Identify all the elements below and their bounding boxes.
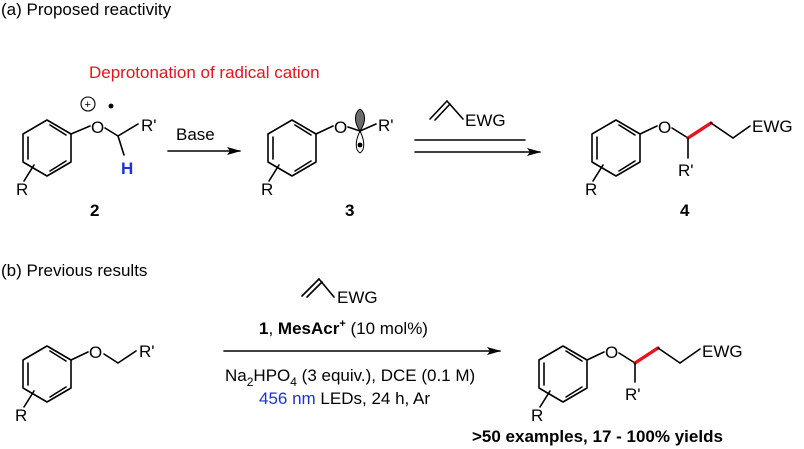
ch2-bond-4 <box>710 122 734 139</box>
section-b-title: (b) Previous results <box>1 261 147 280</box>
o-c-bond-4 <box>671 127 689 139</box>
ch2-ewg-bond-b2 <box>679 348 701 364</box>
catalyst-number: 1 <box>259 319 268 338</box>
catalyst-separator: , <box>268 319 277 338</box>
catalyst-conditions: 1, MesAcr+ (10 mol%) <box>259 318 428 338</box>
oxygen-atom-b2: O <box>605 343 618 362</box>
compound-3-label: 3 <box>345 201 354 220</box>
r-substituent-bond-b1 <box>23 390 35 408</box>
light-wavelength: 456 nm <box>259 389 316 408</box>
c-r-bond-3 <box>359 123 377 132</box>
p-orbital-lower <box>355 129 365 154</box>
r-substituent-b2: R <box>531 406 543 425</box>
new-cc-bond-4 <box>686 121 713 140</box>
radical-dot <box>108 103 114 109</box>
benzene-ring-b1 <box>22 345 72 403</box>
compound-4-structure: O EWG R' R 4 <box>585 117 793 220</box>
aryl-o-bond-3 <box>315 125 334 135</box>
light-rest: LEDs, 24 h, Ar <box>316 389 431 408</box>
r-substituent-bond-4 <box>592 164 604 182</box>
catalyst-loading: (10 mol%) <box>346 319 428 338</box>
oxygen-atom-b1: O <box>89 343 102 362</box>
aryl-o-bond-b2 <box>586 351 605 361</box>
p-orbital-upper <box>355 108 365 132</box>
ch2-bond-b2 <box>657 347 681 364</box>
base-hpo: HPO <box>253 366 290 385</box>
acidic-hydrogen: H <box>121 159 133 178</box>
base-sub-2: 2 <box>247 375 254 389</box>
aryl-o-bond <box>70 125 91 135</box>
plus-sign: + <box>85 99 91 111</box>
c-h-bond <box>117 135 125 156</box>
r-prime-b2: R' <box>625 385 641 404</box>
deprotonation-note: Deprotonation of radical cation <box>89 63 320 82</box>
r-substituent-3: R <box>261 180 273 199</box>
alkene-ewg-b: EWG <box>337 288 378 307</box>
benzene-ring-3 <box>267 119 317 177</box>
ewg-4: EWG <box>752 117 793 136</box>
ch-r-bond <box>117 123 139 137</box>
scope-summary: >50 examples, 17 - 100% yields <box>472 427 723 446</box>
o-ch-bond <box>104 127 119 137</box>
radical-cation-charge <box>80 96 96 112</box>
oxygen-atom-4: O <box>658 118 671 137</box>
base-solvent-rest: (3 equiv.), DCE (0.1 M) <box>297 366 475 385</box>
section-a-title: (a) Proposed reactivity <box>1 0 172 19</box>
compound-3-structure: O R' R 3 <box>261 108 394 220</box>
oxygen-atom-3: O <box>334 118 347 137</box>
base-solvent-conditions: Na2HPO4 (3 equiv.), DCE (0.1 M) <box>225 366 475 389</box>
r-prime-b1: R' <box>139 342 155 361</box>
r-prime-3: R' <box>378 116 394 135</box>
catalyst-name: MesAcr <box>278 319 340 338</box>
o-ch2-bond-b1 <box>103 353 119 364</box>
alkene-ewg-a: EWG <box>465 111 506 130</box>
compound-2-label: 2 <box>90 201 99 220</box>
new-cc-bond-b2 <box>633 346 660 365</box>
ch2-r-bond-b1 <box>117 350 137 364</box>
r-prime-2: R' <box>141 116 157 135</box>
substrate-structure: O R' R <box>15 342 155 425</box>
ewg-b2: EWG <box>702 342 743 361</box>
r-substituent-4: R <box>585 180 597 199</box>
r-substituent-bond-3 <box>268 164 280 182</box>
alkene-reagent-b: EWG <box>301 278 378 307</box>
base-na: Na <box>225 366 247 385</box>
r-substituent-2: R <box>16 180 28 199</box>
compound-4-label: 4 <box>680 201 690 220</box>
ch2-ewg-bond-4 <box>732 125 751 139</box>
r-substituent-bond <box>23 164 35 182</box>
r-substituent-bond-b2 <box>539 390 551 408</box>
o-c-bond-b2 <box>618 352 636 364</box>
alkene-reagent-a: EWG <box>429 100 506 130</box>
aryl-o-bond-4 <box>639 125 658 135</box>
catalyst-charge: + <box>339 318 345 330</box>
oxygen-atom: O <box>91 118 104 137</box>
base-sub-4: 4 <box>290 375 297 389</box>
radical-dot-3 <box>357 142 363 148</box>
r-substituent-b1: R <box>15 406 27 425</box>
benzene-ring-4 <box>591 119 641 177</box>
benzene-ring-b2 <box>538 345 588 403</box>
product-b-structure: O EWG R' R <box>531 342 743 425</box>
aryl-o-bond-b1 <box>70 351 89 361</box>
o-c-bond-3 <box>347 126 361 132</box>
light-conditions: 456 nm LEDs, 24 h, Ar <box>259 389 430 408</box>
compound-2-structure: O + R' H R 2 <box>16 96 157 220</box>
r-prime-4: R' <box>678 161 694 180</box>
base-reagent: Base <box>176 125 215 144</box>
benzene-ring-2 <box>22 119 72 177</box>
